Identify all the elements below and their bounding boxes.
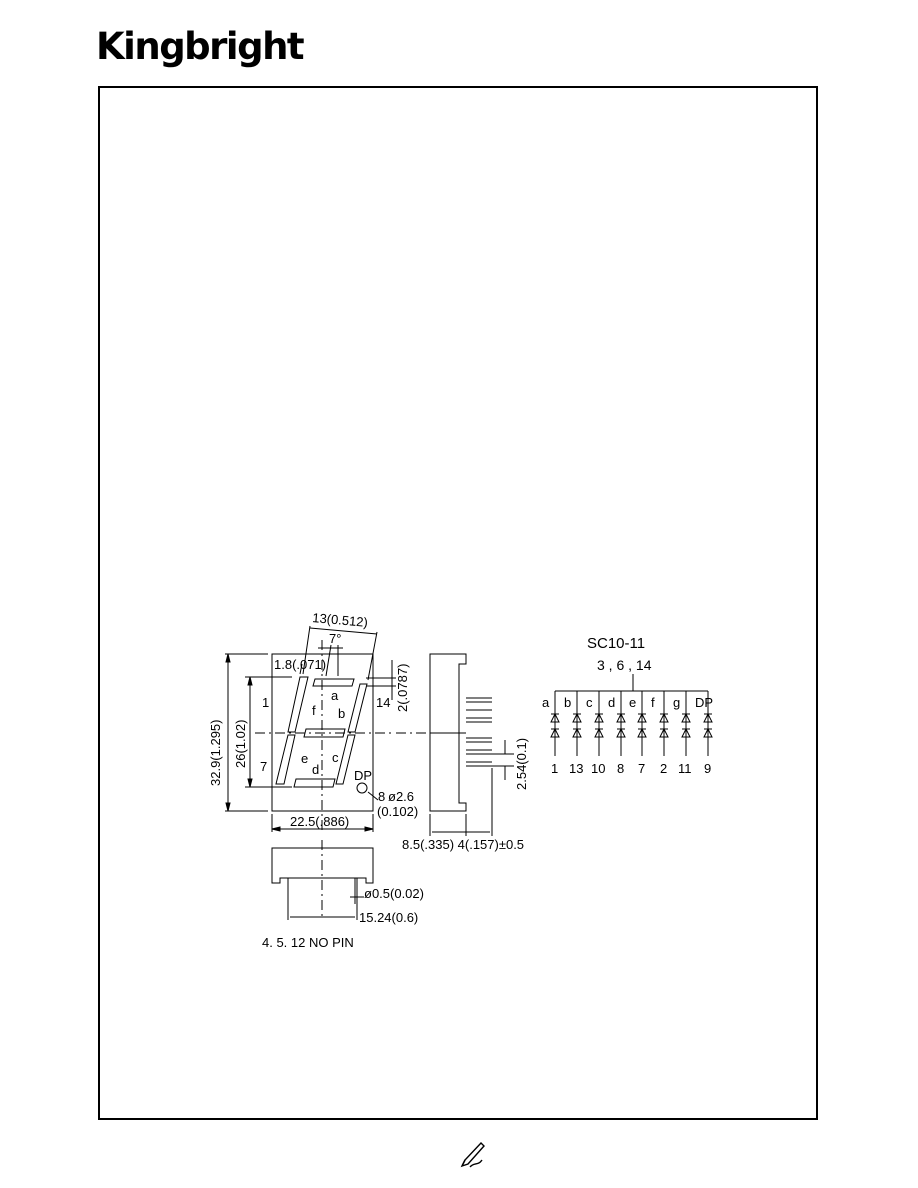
label-seg-d: d <box>312 762 319 777</box>
label-pin-7: 7 <box>260 759 267 774</box>
diode-symbol <box>703 727 713 738</box>
arrow <box>364 826 374 832</box>
dim-dp-dia: ø2.6 <box>388 789 414 804</box>
dim-digit-height: 26(1.02) <box>233 720 248 768</box>
dim-body-width: 22.5(.886) <box>290 814 349 829</box>
segment-label: f <box>651 695 655 710</box>
bottom-view <box>271 840 374 920</box>
segment-label: d <box>608 695 615 710</box>
dp-dot <box>356 782 368 794</box>
label-pin-14: 14 <box>376 695 390 710</box>
pin-label: 9 <box>704 761 711 776</box>
segment-label: a <box>542 695 550 710</box>
diode-symbol <box>572 712 582 723</box>
segment-d-shape <box>293 778 336 788</box>
label-pin-1: 1 <box>262 695 269 710</box>
label-seg-a: a <box>331 688 339 703</box>
segment-a-shape <box>312 678 355 687</box>
arrow <box>271 826 281 832</box>
diode-symbol <box>681 712 691 723</box>
arrow <box>247 778 253 788</box>
diode-symbol <box>637 712 647 723</box>
segment-label: b <box>564 695 571 710</box>
arrow <box>225 802 231 812</box>
arrow <box>247 676 253 686</box>
segment-c-shape <box>335 734 356 785</box>
segment-label: g <box>673 695 680 710</box>
dim-top-width-line <box>309 627 378 635</box>
dim-ext-top-left <box>302 625 311 675</box>
dim-total-height: 32.9(1.295) <box>208 720 223 787</box>
diode-symbol <box>681 727 691 738</box>
diode-column-d: d8 <box>608 691 626 776</box>
bottom-body-outline <box>271 847 374 884</box>
segment-e-shape <box>275 734 296 785</box>
label-seg-c: c <box>332 750 339 765</box>
diode-symbol <box>659 727 669 738</box>
drawing-frame <box>98 86 818 1120</box>
diode-column-b: b 13 <box>564 691 583 776</box>
pin-label: 2 <box>660 761 667 776</box>
part-name: SC10-11 <box>587 635 645 652</box>
diode-symbol <box>616 727 626 738</box>
segment-g-shape <box>303 728 346 738</box>
diode-symbol <box>703 712 713 723</box>
label-seg-e: e <box>301 751 308 766</box>
dim-seg-width: 1.8(.071) <box>274 657 326 672</box>
dim-seg-gap: 2(.0787) <box>395 664 410 712</box>
segment-label: DP <box>695 695 713 710</box>
dim-ext-top-right <box>367 631 378 681</box>
dim-row-spacing: 15.24(0.6) <box>359 910 418 925</box>
pin-label: 7 <box>638 761 645 776</box>
diode-column-c: c 10 <box>586 691 605 776</box>
pin-label: 13 <box>569 761 583 776</box>
diode-symbol <box>637 727 647 738</box>
common-pins: 3 , 6 , 14 <box>597 657 652 673</box>
side-view <box>396 653 514 836</box>
diode-column-a: a1 <box>542 691 560 776</box>
diode-symbol <box>550 727 560 738</box>
label-seg-b: b <box>338 706 345 721</box>
dim-side-depth: 8.5(.335) 4(.157)±0.5 <box>402 837 524 852</box>
brand-logo: Kingbright <box>96 25 305 68</box>
pen-hand-icon <box>460 1141 485 1168</box>
diode-symbol <box>594 727 604 738</box>
diode-symbol <box>616 712 626 723</box>
arrow <box>225 653 231 663</box>
dp-leader <box>367 791 379 801</box>
no-pin-note: 4. 5. 12 NO PIN <box>262 935 354 950</box>
dim-pin-dia: ø0.5(0.02) <box>364 886 424 901</box>
segment-label: e <box>629 695 636 710</box>
pin-label: 1 <box>551 761 558 776</box>
front-view <box>225 625 396 832</box>
label-dp: DP <box>354 768 372 783</box>
pin-label: 11 <box>678 761 692 776</box>
segment-f-shape <box>287 676 309 733</box>
pin-label: 10 <box>591 761 605 776</box>
diode-column-DP: DP 9 <box>695 691 713 776</box>
diode-column-f: f2 <box>651 691 669 776</box>
segment-label: c <box>586 695 593 710</box>
diode-symbol <box>659 712 669 723</box>
diode-symbol <box>550 712 560 723</box>
diode-column-e: e7 <box>629 691 647 776</box>
side-body-outline <box>429 653 467 812</box>
dim-pin-pitch: 2.54(0.1) <box>514 738 529 790</box>
dim-top-width: 13(0.512) <box>312 610 369 630</box>
diode-column-g: g 11 <box>673 691 692 776</box>
segment-b-shape <box>347 683 368 733</box>
diode-symbol <box>572 727 582 738</box>
dim-tilt: 7° <box>329 631 341 646</box>
seg-width-ext <box>299 663 303 675</box>
pin-label: 8 <box>617 761 624 776</box>
label-seg-f: f <box>312 703 316 718</box>
dim-dp-dia-in: (0.102) <box>377 804 418 819</box>
label-pin-8: 8 <box>378 789 385 804</box>
tilt-line <box>325 644 332 677</box>
diode-symbol <box>594 712 604 723</box>
